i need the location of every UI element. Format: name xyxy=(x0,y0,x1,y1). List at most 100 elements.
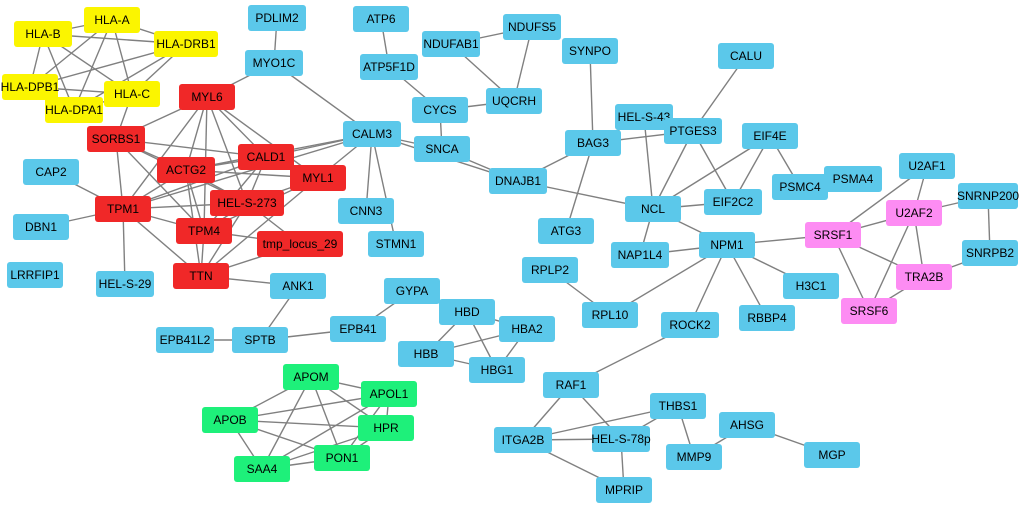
node-nap1l4[interactable]: NAP1L4 xyxy=(611,242,669,268)
node-mgp[interactable]: MGP xyxy=(804,442,860,468)
node-psma4[interactable]: PSMA4 xyxy=(824,166,882,192)
node-label: MMP9 xyxy=(677,450,712,464)
node-hel-s-273[interactable]: HEL-S-273 xyxy=(210,190,284,216)
node-box xyxy=(783,273,839,299)
node-tpm4[interactable]: TPM4 xyxy=(176,218,232,244)
node-eif2c2[interactable]: EIF2C2 xyxy=(704,189,762,215)
node-atg3[interactable]: ATG3 xyxy=(538,218,594,244)
node-rbbp4[interactable]: RBBP4 xyxy=(739,305,795,331)
node-mmp9[interactable]: MMP9 xyxy=(666,444,722,470)
node-apom[interactable]: APOM xyxy=(283,364,339,390)
node-hla-drb1[interactable]: HLA-DRB1 xyxy=(154,31,218,57)
node-hel-s-29[interactable]: HEL-S-29 xyxy=(96,271,154,297)
node-hpr[interactable]: HPR xyxy=(358,415,414,441)
node-box xyxy=(958,183,1018,209)
node-label: TPM4 xyxy=(188,224,220,238)
node-box xyxy=(666,444,722,470)
node-ttn[interactable]: TTN xyxy=(173,263,229,289)
node-label: SAA4 xyxy=(247,462,278,476)
node-raf1[interactable]: RAF1 xyxy=(543,372,599,398)
node-box xyxy=(538,218,594,244)
node-cald1[interactable]: CALD1 xyxy=(238,144,294,170)
node-ndufs5[interactable]: NDUFS5 xyxy=(503,14,561,40)
node-label: SRSF1 xyxy=(814,228,853,242)
node-hla-c[interactable]: HLA-C xyxy=(104,81,160,107)
edge-calm3-stmn1 xyxy=(371,133,397,245)
node-h3c1[interactable]: H3C1 xyxy=(783,273,839,299)
node-snrpb2[interactable]: SNRPB2 xyxy=(962,240,1018,266)
node-apol1[interactable]: APOL1 xyxy=(361,381,417,407)
node-hel-s-78p[interactable]: HEL-S-78p xyxy=(591,426,651,452)
node-box xyxy=(361,381,417,407)
node-tmp-locus-29[interactable]: tmp_locus_29 xyxy=(257,231,343,257)
node-hbd[interactable]: HBD xyxy=(439,299,495,325)
node-hla-a[interactable]: HLA-A xyxy=(84,7,140,33)
node-label: HBG1 xyxy=(481,363,514,377)
node-sorbs1[interactable]: SORBS1 xyxy=(87,126,145,152)
node-ncl[interactable]: NCL xyxy=(625,196,681,222)
node-srsf6[interactable]: SRSF6 xyxy=(841,298,897,324)
node-label: HEL-S-29 xyxy=(99,277,152,291)
node-apob[interactable]: APOB xyxy=(202,407,258,433)
node-cap2[interactable]: CAP2 xyxy=(23,159,79,185)
node-dnajb1[interactable]: DNAJB1 xyxy=(489,168,547,194)
node-tpm1[interactable]: TPM1 xyxy=(95,196,151,222)
node-u2af2[interactable]: U2AF2 xyxy=(886,200,942,226)
node-hla-b[interactable]: HLA-B xyxy=(14,21,72,47)
node-stmn1[interactable]: STMN1 xyxy=(368,231,424,257)
node-cycs[interactable]: CYCS xyxy=(412,97,468,123)
node-ank1[interactable]: ANK1 xyxy=(270,273,326,299)
node-sptb[interactable]: SPTB xyxy=(232,327,288,353)
node-hla-dpa1[interactable]: HLA-DPA1 xyxy=(45,97,103,123)
node-bag3[interactable]: BAG3 xyxy=(565,130,621,156)
node-eif4e[interactable]: EIF4E xyxy=(742,123,798,149)
node-calm3[interactable]: CALM3 xyxy=(343,121,401,147)
node-srsf1[interactable]: SRSF1 xyxy=(805,222,861,248)
node-dbn1[interactable]: DBN1 xyxy=(13,214,69,240)
node-snrnp200[interactable]: SNRNP200 xyxy=(957,183,1019,209)
node-gypa[interactable]: GYPA xyxy=(384,278,440,304)
node-hel-s-43[interactable]: HEL-S-43 xyxy=(615,104,673,130)
node-calu[interactable]: CALU xyxy=(718,43,774,69)
node-atp6[interactable]: ATP6 xyxy=(353,6,409,32)
node-epb41l2[interactable]: EPB41L2 xyxy=(156,327,214,353)
node-label: U2AF2 xyxy=(895,206,933,220)
node-box xyxy=(625,196,681,222)
node-itga2b[interactable]: ITGA2B xyxy=(494,427,552,453)
node-rpl10[interactable]: RPL10 xyxy=(582,302,638,328)
node-saa4[interactable]: SAA4 xyxy=(234,456,290,482)
node-ndufab1[interactable]: NDUFAB1 xyxy=(422,31,480,57)
node-pdlim2[interactable]: PDLIM2 xyxy=(248,5,306,31)
node-myl6[interactable]: MYL6 xyxy=(179,84,235,110)
node-thbs1[interactable]: THBS1 xyxy=(650,393,706,419)
node-rplp2[interactable]: RPLP2 xyxy=(522,257,578,283)
node-snca[interactable]: SNCA xyxy=(414,136,470,162)
node-box xyxy=(104,81,160,107)
node-tra2b[interactable]: TRA2B xyxy=(896,264,952,290)
node-hbb[interactable]: HBB xyxy=(398,341,454,367)
node-hbg1[interactable]: HBG1 xyxy=(469,357,525,383)
node-pon1[interactable]: PON1 xyxy=(314,445,370,471)
node-myl1[interactable]: MYL1 xyxy=(290,165,346,191)
node-synpo[interactable]: SYNPO xyxy=(562,38,618,64)
node-epb41[interactable]: EPB41 xyxy=(330,316,386,342)
node-label: APOM xyxy=(293,370,328,384)
node-psmc4[interactable]: PSMC4 xyxy=(772,174,828,200)
node-hba2[interactable]: HBA2 xyxy=(499,316,555,342)
node-hla-dpb1[interactable]: HLA-DPB1 xyxy=(1,74,60,100)
node-rock2[interactable]: ROCK2 xyxy=(661,312,719,338)
node-label: SNRPB2 xyxy=(966,246,1014,260)
edge-myl6-tpm1 xyxy=(122,96,208,210)
node-u2af1[interactable]: U2AF1 xyxy=(899,153,955,179)
node-lrrfip1[interactable]: LRRFIP1 xyxy=(7,262,63,288)
node-box xyxy=(338,198,394,224)
node-myo1c[interactable]: MYO1C xyxy=(245,50,303,76)
node-ptges3[interactable]: PTGES3 xyxy=(664,118,722,144)
node-mprip[interactable]: MPRIP xyxy=(596,477,652,503)
node-actg2[interactable]: ACTG2 xyxy=(157,157,215,183)
node-npm1[interactable]: NPM1 xyxy=(699,232,755,258)
node-uqcrh[interactable]: UQCRH xyxy=(486,88,542,114)
node-atp5f1d[interactable]: ATP5F1D xyxy=(360,54,418,80)
node-cnn3[interactable]: CNN3 xyxy=(338,198,394,224)
node-ahsg[interactable]: AHSG xyxy=(719,412,775,438)
